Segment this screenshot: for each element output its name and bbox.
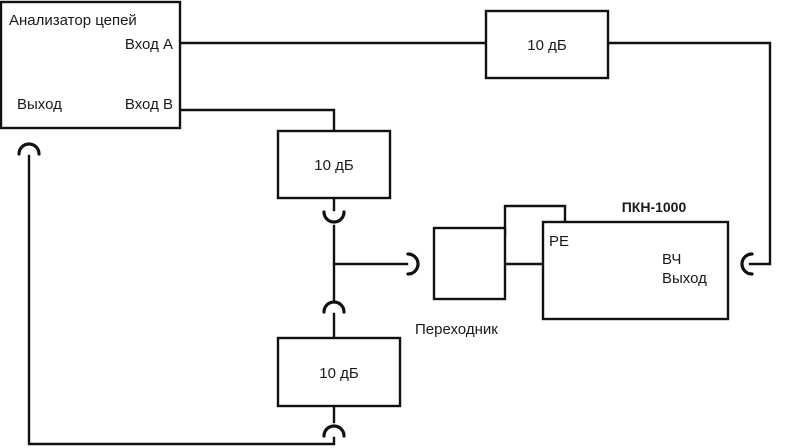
connector-analyzer-output xyxy=(17,142,41,156)
connector-adapter-in xyxy=(406,252,420,276)
pkn-rf-label: ВЧ xyxy=(662,251,681,268)
pkn-1000-block: ПКН-1000 РЕ ВЧ Выход xyxy=(541,199,730,321)
attenuator-middle-label: 10 дБ xyxy=(314,157,354,174)
analyzer-title: Анализатор цепей xyxy=(9,12,137,29)
network-analyzer-block: Анализатор цепей Вход А Выход Вход В xyxy=(0,0,182,130)
wire-pe-bridge xyxy=(503,204,567,237)
pkn-pe-label: РЕ xyxy=(549,233,569,250)
attenuator-top-label: 10 дБ xyxy=(527,37,567,54)
connectors xyxy=(17,142,754,438)
connector-bottom-attenuator-in xyxy=(322,300,346,314)
attenuator-bottom-label: 10 дБ xyxy=(319,365,359,382)
wire-top-attenuator-to-rf-output xyxy=(606,41,772,266)
adapter-block: Переходник xyxy=(415,226,507,338)
connector-pkn-rf-output xyxy=(740,252,754,276)
adapter-label: Переходник xyxy=(415,321,498,338)
connector-bottom-attenuator-out xyxy=(322,424,346,438)
pkn-output-label: Выход xyxy=(662,270,707,287)
wire-return-to-analyzer-output xyxy=(27,154,336,446)
wire-input-b-to-middle-attenuator xyxy=(178,108,336,133)
attenuator-middle: 10 дБ xyxy=(276,129,392,200)
analyzer-input-a-label: Вход А xyxy=(125,36,173,53)
pkn-title: ПКН-1000 xyxy=(622,199,687,215)
connector-middle-attenuator-out xyxy=(322,210,346,224)
analyzer-output-label: Выход xyxy=(17,96,62,113)
attenuator-bottom: 10 дБ xyxy=(276,336,402,408)
attenuator-top: 10 дБ xyxy=(484,9,610,80)
analyzer-input-b-label: Вход В xyxy=(125,96,173,113)
wires xyxy=(27,41,772,446)
